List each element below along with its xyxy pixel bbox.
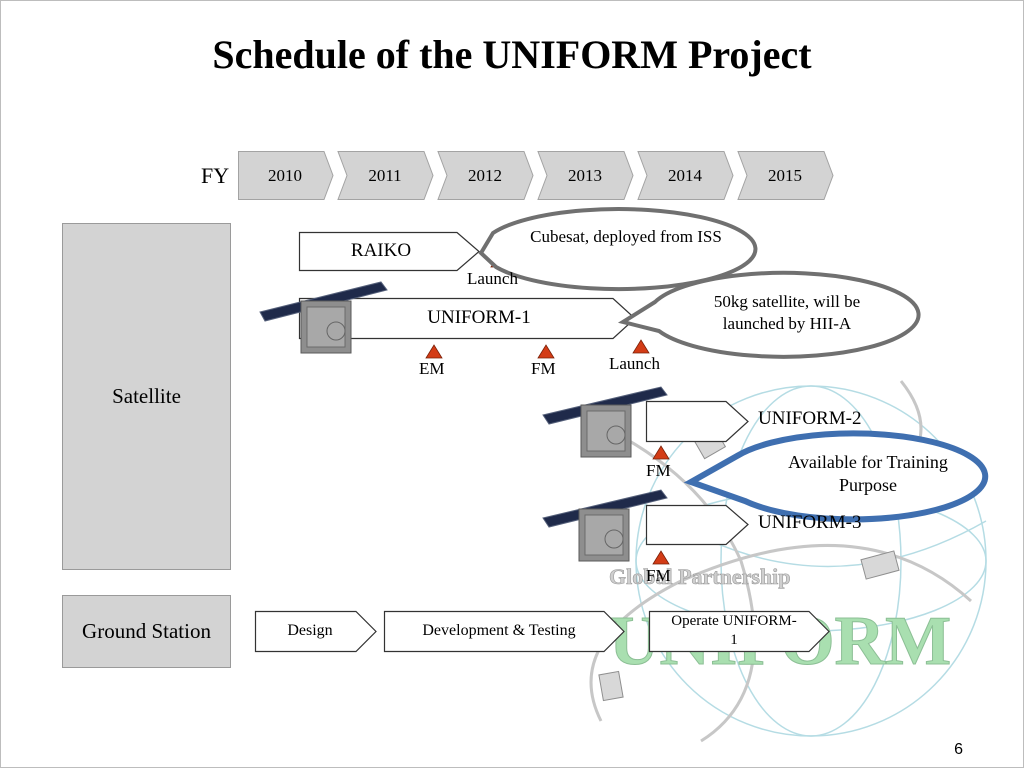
ground-design-label: Design — [287, 622, 333, 639]
callout-uniform1-bubble — [617, 270, 921, 359]
year-2010-chevron — [238, 151, 334, 200]
milestone-u1-em-label: EM — [419, 359, 445, 378]
raiko-bar — [298, 231, 480, 272]
callout-training-bubble — [683, 430, 989, 523]
logo-subtitle: Global Partnership — [609, 564, 791, 589]
callout-raiko-bubble — [478, 207, 758, 292]
year-2011-chevron — [337, 151, 434, 200]
satellite-uniform3-icon — [542, 489, 668, 562]
year-timeline: 2010 2011 2012 2013 2014 2015 — [238, 151, 834, 200]
satellite-uniform1-icon — [259, 281, 388, 354]
uniform1-bar — [298, 297, 636, 340]
callout-uniform1-text: 50kg satellite, will be launched by HII-… — [713, 292, 861, 334]
callout-training-text: Available for Training Purpose — [788, 452, 948, 496]
callout-raiko-text: Cubesat, deployed from ISS — [530, 227, 722, 246]
category-satellite: Satellite — [62, 223, 231, 570]
milestone-u1-launch-icon — [632, 339, 650, 354]
year-2012-chevron — [437, 151, 534, 200]
ground-design-step — [254, 610, 377, 653]
ground-operate-step — [648, 610, 830, 653]
milestone-u1-launch-label: Launch — [609, 354, 660, 373]
uniform2-label: UNIFORM-2 — [758, 408, 862, 429]
ground-dev-step — [383, 610, 625, 653]
category-ground-station: Ground Station — [62, 595, 231, 668]
year-2014-chevron — [637, 151, 734, 200]
uniform3-label: UNIFORM-3 — [758, 512, 862, 533]
uniform1-label: UNIFORM-1 — [427, 307, 531, 328]
year-label: 2014 — [668, 166, 703, 185]
year-2013-chevron — [537, 151, 634, 200]
year-label: 2010 — [268, 166, 302, 185]
raiko-label: RAIKO — [350, 240, 412, 261]
milestone-u2-fm-label: FM — [646, 461, 671, 480]
milestone-raiko-launch-label: Launch — [467, 269, 518, 288]
year-label: 2013 — [568, 166, 602, 185]
milestone-u2-fm-icon — [652, 445, 670, 460]
ground-dev-label: Development & Testing — [422, 622, 576, 639]
ground-operate-label: Operate UNIFORM-1 — [671, 613, 797, 648]
milestone-u1-fm-icon — [537, 344, 555, 359]
year-2015-chevron — [737, 151, 834, 200]
uniform2-bar — [645, 400, 749, 443]
fy-label: FY — [201, 163, 230, 188]
slide-title: Schedule of the UNIFORM Project — [212, 32, 812, 77]
milestone-u1-fm-label: FM — [531, 359, 556, 378]
year-label: 2012 — [468, 166, 502, 185]
year-label: 2011 — [368, 166, 401, 185]
satellite-uniform2-icon — [542, 386, 668, 458]
year-label: 2015 — [768, 166, 802, 185]
milestone-u1-em-icon — [425, 344, 443, 359]
milestone-u3-fm-icon — [652, 550, 670, 565]
uniform3-bar — [645, 504, 749, 546]
milestone-u3-fm-label: FM — [646, 566, 671, 585]
page-number: 6 — [954, 741, 963, 758]
